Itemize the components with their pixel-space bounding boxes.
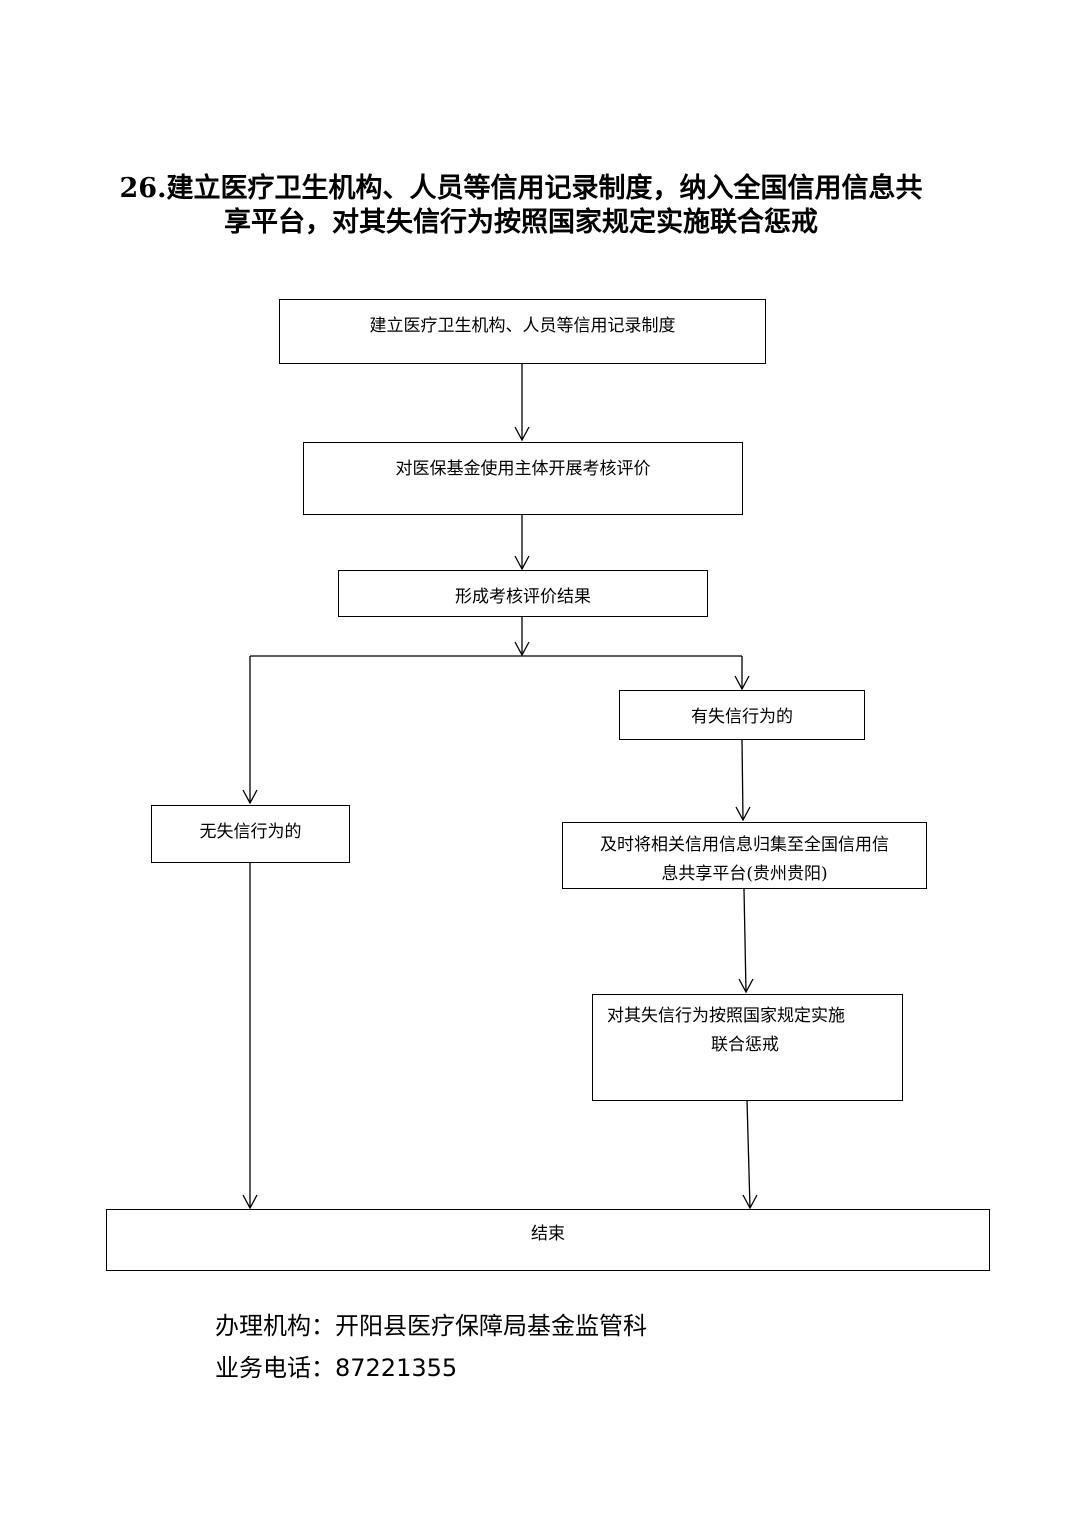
arrow-punish-end <box>746 1099 751 1209</box>
step-assessment-result: 形成考核评价结果 <box>338 570 708 617</box>
footer-phone: 业务电话：87221355 <box>215 1354 458 1382</box>
arrow-collect-punish <box>743 888 747 993</box>
footer-agency: 办理机构：开阳县医疗保障局基金监管科 <box>215 1312 647 1340</box>
step-collect-credit-info: 及时将相关信用信息归集至全国信用信 息共享平台(贵州贵阳) <box>562 822 927 889</box>
step-punish-line-2: 联合惩戒 <box>711 1035 779 1055</box>
branch-has-dishonesty-label: 有失信行为的 <box>691 707 793 727</box>
step-end-label: 结束 <box>531 1224 565 1244</box>
branch-no-dishonesty-label: 无失信行为的 <box>199 822 302 842</box>
step-assessment: 对医保基金使用主体开展考核评价 <box>303 442 743 515</box>
step-assessment-label: 对医保基金使用主体开展考核评价 <box>395 459 651 479</box>
step-punish-line-1: 对其失信行为按照国家规定实施 <box>607 1006 845 1026</box>
page-title-line-2: 享平台，对其失信行为按照国家规定实施联合惩戒 <box>224 207 818 238</box>
arrow-yes-collect <box>741 739 744 821</box>
step-joint-punishment: 对其失信行为按照国家规定实施 联合惩戒 <box>592 994 903 1101</box>
branch-no-dishonesty: 无失信行为的 <box>151 805 350 863</box>
step-end: 结束 <box>106 1209 990 1271</box>
step-collect-line-1: 及时将相关信用信息归集至全国信用信 <box>600 835 889 855</box>
step-build-credit-record: 建立医疗卫生机构、人员等信用记录制度 <box>279 299 766 364</box>
step-assessment-result-label: 形成考核评价结果 <box>455 587 591 607</box>
branch-has-dishonesty: 有失信行为的 <box>619 690 865 740</box>
page-title-line-1: 26.建立医疗卫生机构、人员等信用记录制度，纳入全国信用信息共 <box>119 173 923 204</box>
step-collect-line-2: 息共享平台(贵州贵阳) <box>661 864 828 884</box>
step-build-credit-record-label: 建立医疗卫生机构、人员等信用记录制度 <box>369 316 676 336</box>
